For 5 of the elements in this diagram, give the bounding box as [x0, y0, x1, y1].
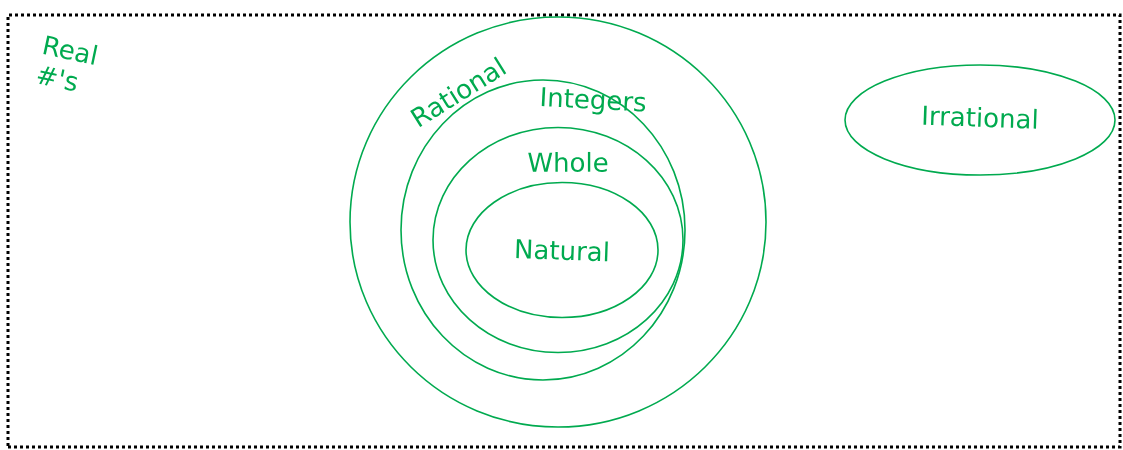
set-label: Real #'s — [37, 35, 98, 91]
set-label: Natural — [516, 239, 608, 262]
set-label: Whole — [528, 151, 608, 173]
set-label: Integers — [541, 87, 646, 115]
set-label: Irrational — [923, 105, 1037, 129]
